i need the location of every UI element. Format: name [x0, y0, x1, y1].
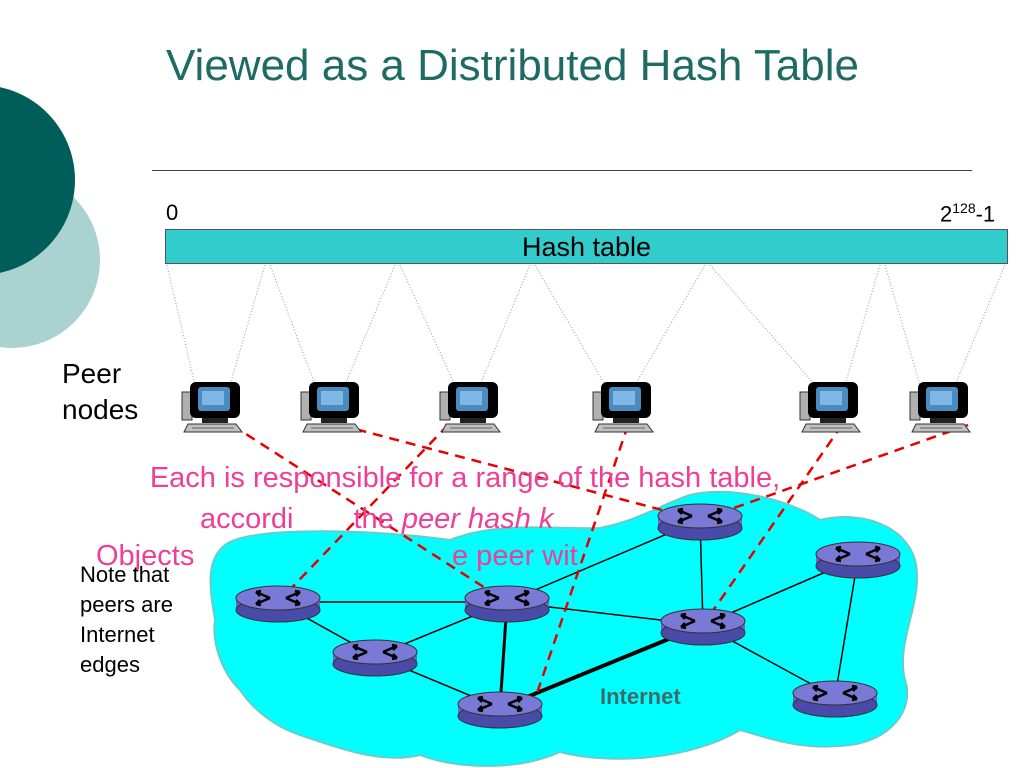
router-icon [814, 540, 902, 580]
peer-computer-icon [181, 381, 243, 433]
peer-computer-icon [300, 381, 362, 433]
title-divider [152, 170, 972, 171]
objects-text-tail: e peer wit [452, 540, 578, 572]
peer-label-line: Peer [62, 358, 122, 389]
range-end-base: 2 [940, 201, 953, 227]
peer-attachment-links [231, 423, 969, 709]
hash-table-label: Hash table [521, 232, 652, 262]
note-line: edges [80, 652, 140, 677]
router-icon [234, 584, 322, 624]
peer-label-line: nodes [62, 394, 139, 425]
router-icon [656, 502, 744, 542]
peer-computer-icon [799, 381, 861, 433]
objects-text: Objects [96, 540, 194, 573]
internet-cloud [209, 490, 919, 767]
range-end-exponent: 128 [952, 200, 976, 216]
router-icon [456, 690, 544, 730]
peer-computer-icon [439, 381, 501, 433]
router-icon [791, 679, 879, 719]
range-end-label: 2128-1 [940, 200, 995, 227]
decorative-circle-dark [0, 87, 75, 273]
router-icon [463, 584, 551, 624]
range-start-label: 0 [166, 200, 179, 225]
note-line: peers are [80, 592, 173, 617]
hash-range-lines [166, 264, 1006, 386]
internet-label: Internet [600, 684, 681, 709]
slide-title: Viewed as a Distributed Hash Table [166, 41, 859, 90]
range-end-suffix: -1 [975, 201, 996, 227]
note-line: Note that [80, 562, 170, 587]
edge-note: Note that peers are Internet edges [80, 560, 173, 680]
peer-computer-icon [909, 381, 971, 433]
peer-computer-icon [592, 381, 654, 433]
responsibility-text-line1: Each is responsible for a range of the h… [149, 462, 781, 494]
peer-nodes-label: Peer nodes [62, 356, 138, 428]
hash-table-bar: Hash table [165, 229, 1008, 264]
router-icon [659, 607, 747, 647]
router-icon [331, 638, 419, 678]
note-line: Internet [80, 622, 155, 647]
objects-text-start: Objects [96, 540, 195, 572]
